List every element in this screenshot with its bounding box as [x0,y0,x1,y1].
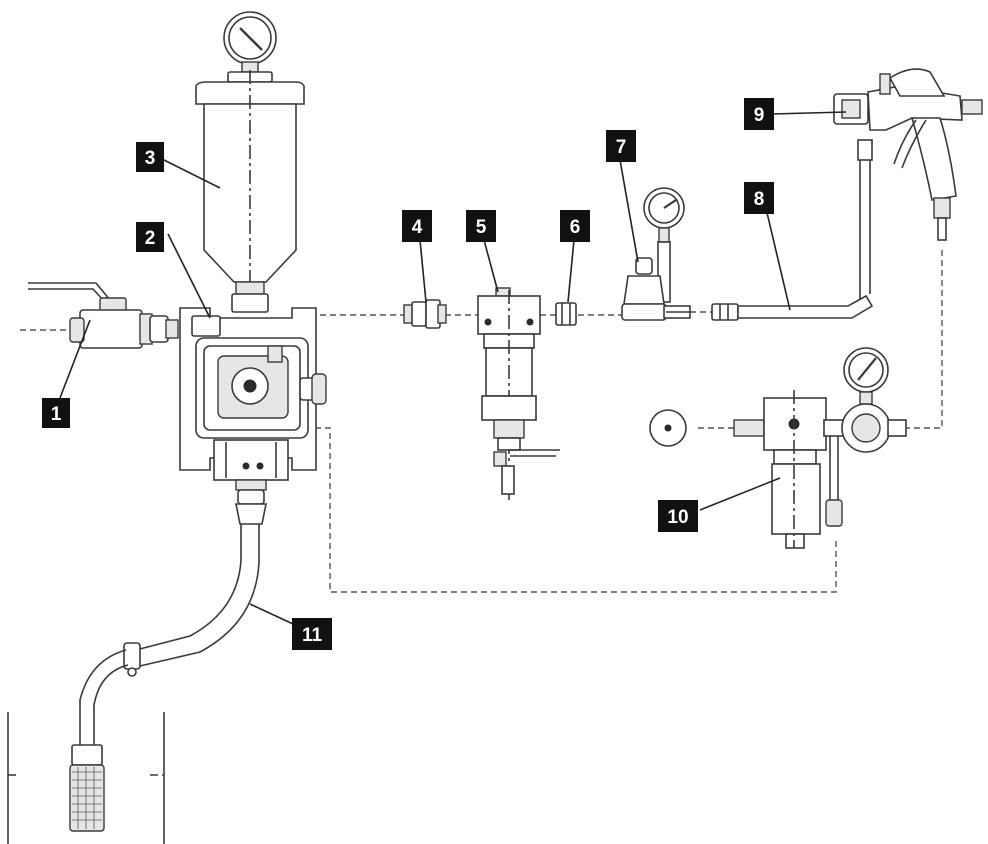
tag-9-label: 9 [754,105,765,126]
ball-valve [28,282,179,349]
tag-8: 8 [744,182,774,214]
tag-7: 7 [606,130,636,162]
tag-6-label: 6 [570,217,581,238]
leader-lines [59,111,847,631]
spray-gun [833,68,983,241]
tag-3: 3 [136,142,164,172]
air-line-main [20,250,943,593]
fluid-hose [711,139,874,321]
tag-9: 9 [744,98,774,130]
tag-3-label: 3 [145,148,156,169]
tag-7-label: 7 [616,137,627,158]
tag-8-label: 8 [754,189,765,210]
tag-1: 1 [42,398,70,428]
suction-hose [69,524,260,832]
paint-container [7,712,165,844]
tag-2: 2 [136,222,164,252]
tag-1-label: 1 [51,404,62,425]
nipple-fitting [555,302,577,326]
tag-11-label: 11 [302,625,323,646]
tag-4-label: 4 [412,217,423,238]
tag-5-label: 5 [476,217,487,238]
air-filter [477,287,560,500]
tag-10: 10 [658,500,698,532]
tag-5: 5 [466,210,496,242]
filter-regulator [649,347,907,549]
material-cup [195,11,305,313]
tag-6: 6 [560,210,590,242]
tag-2-label: 2 [145,228,156,249]
tag-11: 11 [292,618,332,650]
union-fitting [403,299,447,329]
air-regulator [621,187,691,321]
tag-4: 4 [402,210,432,242]
tag-10-label: 10 [667,507,688,528]
diaphragm-pump [179,307,327,525]
